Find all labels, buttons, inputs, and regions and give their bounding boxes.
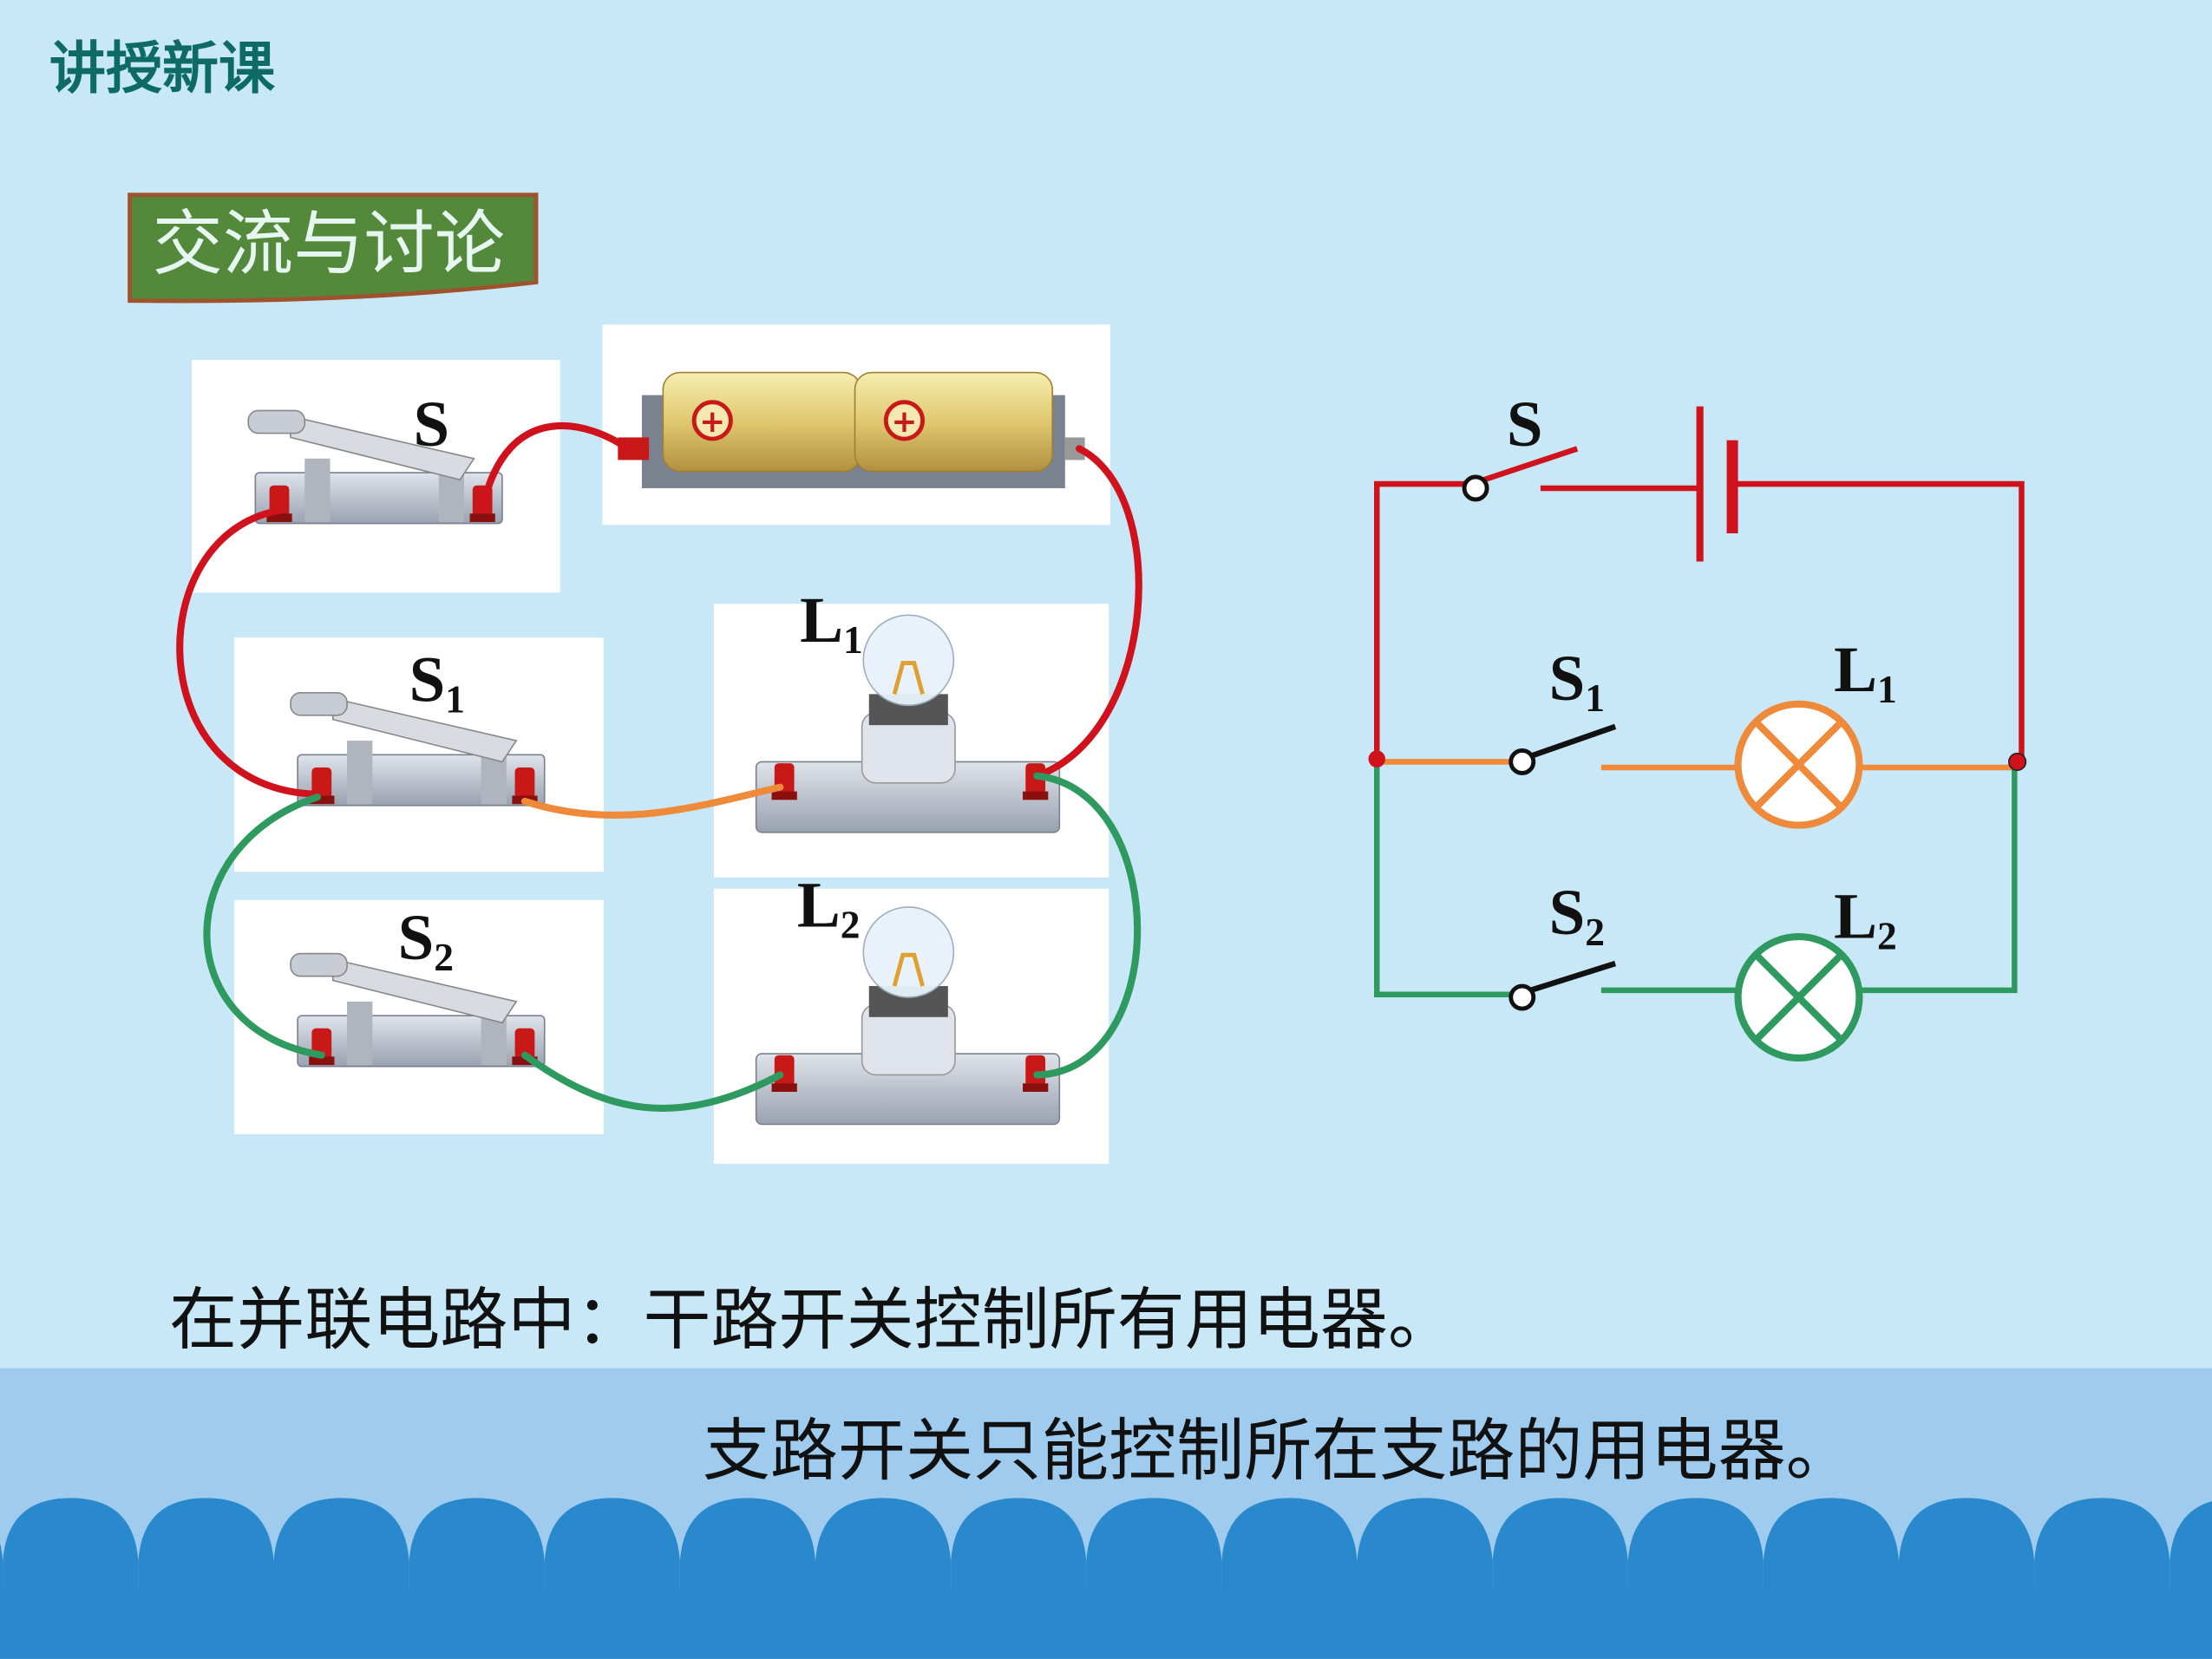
schematic-label-s: S (1507, 389, 1543, 460)
photo-label-s1: S1 (409, 644, 465, 722)
scallop-decoration (0, 1498, 2212, 1659)
scallop (1286, 1590, 1423, 1659)
svg-text:+: + (699, 404, 725, 440)
scallop (744, 1590, 880, 1659)
schematic-label-s2: S2 (1549, 877, 1605, 954)
junction-right (2008, 752, 2027, 772)
scallop (1828, 1590, 1964, 1659)
photo-label-s: S (413, 389, 449, 460)
scallop (474, 1590, 610, 1659)
schematic-label-l2: L2 (1834, 881, 1897, 958)
svg-text:+: + (891, 404, 917, 440)
schematic-label-s1: S1 (1549, 643, 1605, 720)
photo-label-l2: L2 (797, 870, 861, 947)
switch-s-pivot (1462, 474, 1489, 502)
main-loop (1373, 406, 2025, 760)
scallop (68, 1590, 204, 1659)
section-badge (128, 193, 539, 304)
branch-2 (1373, 761, 2018, 1062)
junction-left (1368, 750, 1386, 767)
page-title: 讲授新课 (49, 36, 276, 101)
scallop (338, 1590, 474, 1659)
conclusion-line-2: 支路开关只能控制所在支路的用电器。 (703, 1413, 1854, 1491)
schematic-label-l1: L1 (1834, 634, 1897, 711)
section-badge-label: 交流与讨论 (153, 204, 506, 285)
battery: + + (618, 371, 1085, 488)
scallop (1692, 1590, 1829, 1659)
scallop (1557, 1590, 1693, 1659)
scallop (880, 1590, 1016, 1659)
scallop (1151, 1590, 1287, 1659)
photo-label-s2: S2 (398, 902, 454, 979)
scallop (0, 1590, 69, 1659)
circuit-schematic (1368, 406, 2027, 1062)
branch-1 (1377, 700, 2018, 829)
scallop (1422, 1590, 1558, 1659)
photo-circuit: + + S S1 L1 S2 L2 (176, 324, 1142, 1164)
conclusion-line-1: 在并联电路中：干路开关控制所有用电器。 (169, 1281, 1456, 1359)
scallop (1015, 1590, 1152, 1659)
wires (176, 422, 1142, 1113)
scallop (609, 1590, 745, 1659)
scallop (203, 1590, 339, 1659)
photo-label-l1: L1 (800, 585, 863, 662)
scallop (2098, 1590, 2212, 1659)
scallop (1963, 1590, 2099, 1659)
